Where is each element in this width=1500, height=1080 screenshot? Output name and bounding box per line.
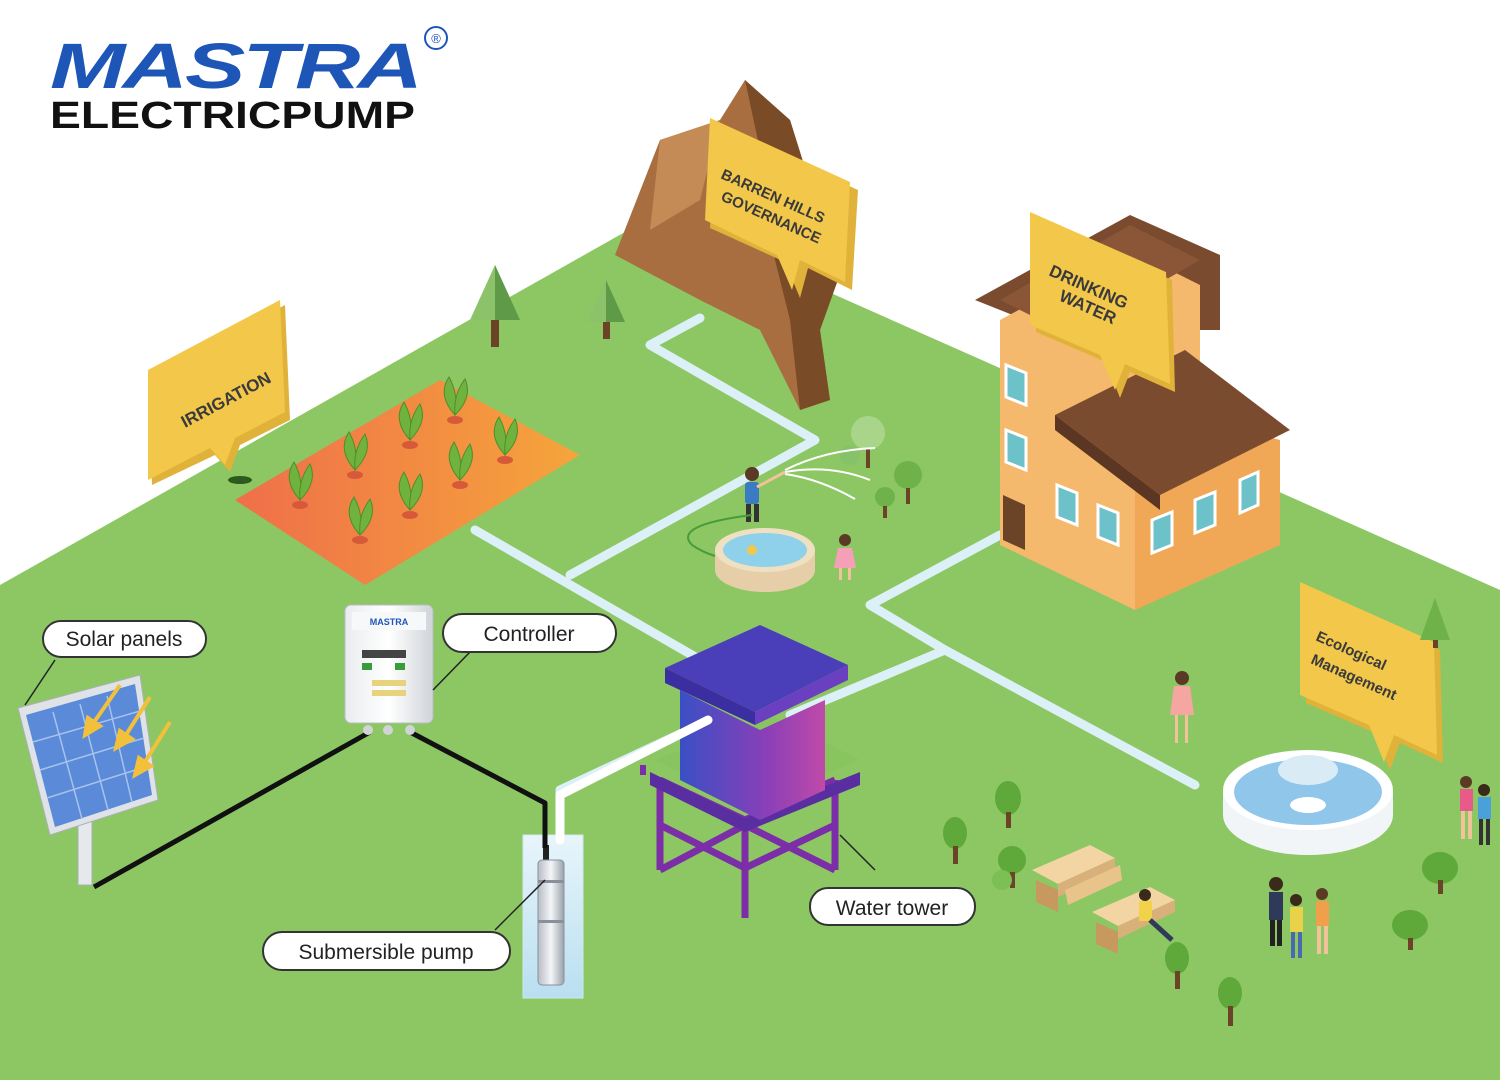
barren-hills-sign: BARREN HILLS GOVERNANCE <box>705 118 858 298</box>
logo-wordmark: MASTRA <box>50 30 420 102</box>
power-cables <box>92 729 548 890</box>
callout-submersible-pump-label: Submersible pump <box>298 941 473 964</box>
fountain <box>1223 750 1393 855</box>
callout-water-tower: Water tower <box>809 887 976 926</box>
outlet-pipe <box>555 715 713 845</box>
logo-subtitle: ELECTRICPUMP <box>50 95 415 137</box>
picnic-table <box>1092 887 1175 954</box>
callout-leaders <box>24 651 876 931</box>
controller-brand: MASTRA <box>370 617 409 627</box>
child <box>834 534 856 580</box>
callout-controller: Controller <box>442 613 617 653</box>
park-trees <box>943 781 1458 1026</box>
sun-ray-arrows <box>82 683 172 779</box>
ecological-sign: Ecological Management <box>1300 582 1443 770</box>
callout-controller-label: Controller <box>483 623 574 646</box>
irrigation-sign: IRRIGATION <box>148 300 290 485</box>
round-pool <box>715 528 815 592</box>
registered-mark: ® <box>431 31 441 46</box>
callout-water-tower-label: Water tower <box>836 897 948 920</box>
water-spray <box>784 447 876 500</box>
irrigation-field <box>235 376 580 585</box>
callout-solar-panels-label: Solar panels <box>66 628 183 651</box>
callout-submersible-pump: Submersible pump <box>262 931 511 971</box>
pine-tree <box>470 265 520 347</box>
drinking-water-sign: DRINKING WATER <box>1030 212 1175 398</box>
submersible-pump <box>537 845 565 986</box>
water-tower <box>640 625 860 918</box>
brand-logo: MASTRA ® ELECTRICPUMP <box>50 26 448 137</box>
house <box>975 215 1290 610</box>
person-woman <box>1170 671 1194 743</box>
pine-tree <box>1420 598 1450 648</box>
picnic-table <box>1032 845 1122 912</box>
solar-controller: MASTRA <box>344 604 434 735</box>
person-watering <box>745 467 786 522</box>
park-trees <box>840 416 922 518</box>
pine-tree <box>587 280 625 339</box>
callout-solar-panels: Solar panels <box>42 620 207 658</box>
people-group <box>1269 776 1491 958</box>
solar-panel <box>17 674 159 886</box>
